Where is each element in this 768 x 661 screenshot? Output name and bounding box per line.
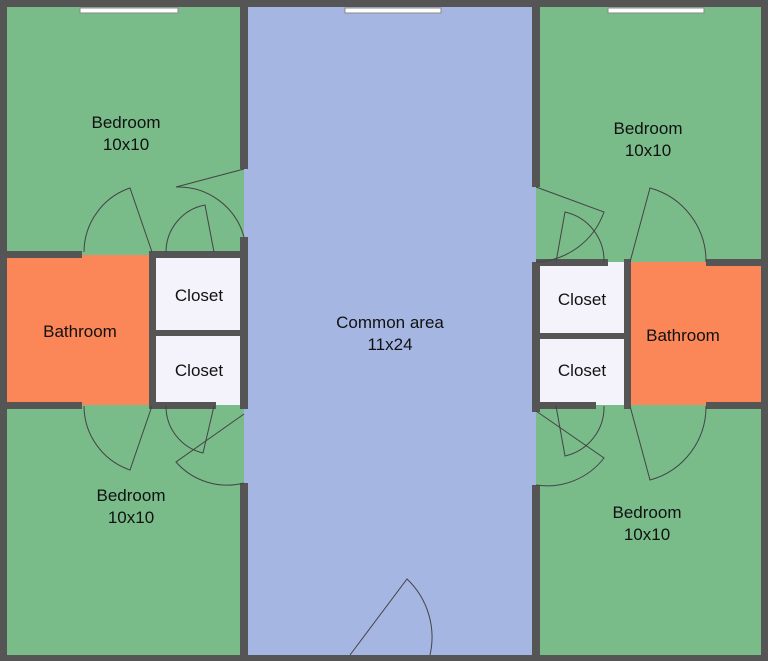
room-bedroom-bottom-right xyxy=(536,405,761,655)
room-bedroom-top-left xyxy=(7,7,244,255)
room-bedroom-top-right xyxy=(536,7,761,262)
room-closet-right-top xyxy=(540,262,625,334)
label-bedroom-top-left: Bedroom xyxy=(92,113,161,132)
door-closet-left-top xyxy=(165,204,215,253)
door-bathroom-right-bottom xyxy=(629,405,707,481)
door-bedroom-top-left xyxy=(175,168,245,238)
room-common-area xyxy=(244,7,536,655)
room-closet-right-bottom xyxy=(540,337,625,405)
label-bedroom-bottom-left: Bedroom xyxy=(97,486,166,505)
window-top-right xyxy=(607,7,705,14)
door-bathroom-right-top xyxy=(629,187,707,263)
label-common-area-size: 11x24 xyxy=(367,335,412,354)
room-closet-left-bottom xyxy=(155,333,240,405)
door-closet-right-top xyxy=(555,211,605,263)
label-closet-left-bottom: Closet xyxy=(175,361,223,380)
room-bathroom-right xyxy=(628,262,761,405)
door-main-entrance xyxy=(349,578,433,656)
label-bedroom-top-right-size: 10x10 xyxy=(625,141,671,160)
door-bedroom-bottom-left xyxy=(175,413,245,486)
door-bedroom-bottom-right xyxy=(535,410,605,487)
room-bathroom-left xyxy=(7,255,152,405)
label-closet-right-bottom: Closet xyxy=(558,361,606,380)
label-closet-right-top: Closet xyxy=(558,290,606,309)
label-closet-left-top: Closet xyxy=(175,286,223,305)
label-bedroom-top-right: Bedroom xyxy=(614,119,683,138)
door-bedroom-top-right xyxy=(535,186,605,263)
door-bathroom-left-top xyxy=(83,187,153,253)
room-bedroom-bottom-left xyxy=(7,405,244,655)
label-bedroom-top-left-size: 10x10 xyxy=(103,135,149,154)
door-closet-left-bottom xyxy=(165,405,215,454)
doors xyxy=(83,168,707,656)
room-closet-left-top xyxy=(155,255,240,330)
label-common-area: Common area xyxy=(336,313,444,332)
door-closet-right-bottom xyxy=(555,405,605,457)
label-bedroom-bottom-right-size: 10x10 xyxy=(624,525,670,544)
window-top-left xyxy=(79,7,179,14)
door-bathroom-left-bottom xyxy=(83,405,153,471)
label-bedroom-bottom-right: Bedroom xyxy=(613,503,682,522)
label-bathroom-right: Bathroom xyxy=(646,326,720,345)
label-bathroom-left: Bathroom xyxy=(43,322,117,341)
window-top-center xyxy=(344,7,442,14)
label-bedroom-bottom-left-size: 10x10 xyxy=(108,508,154,527)
